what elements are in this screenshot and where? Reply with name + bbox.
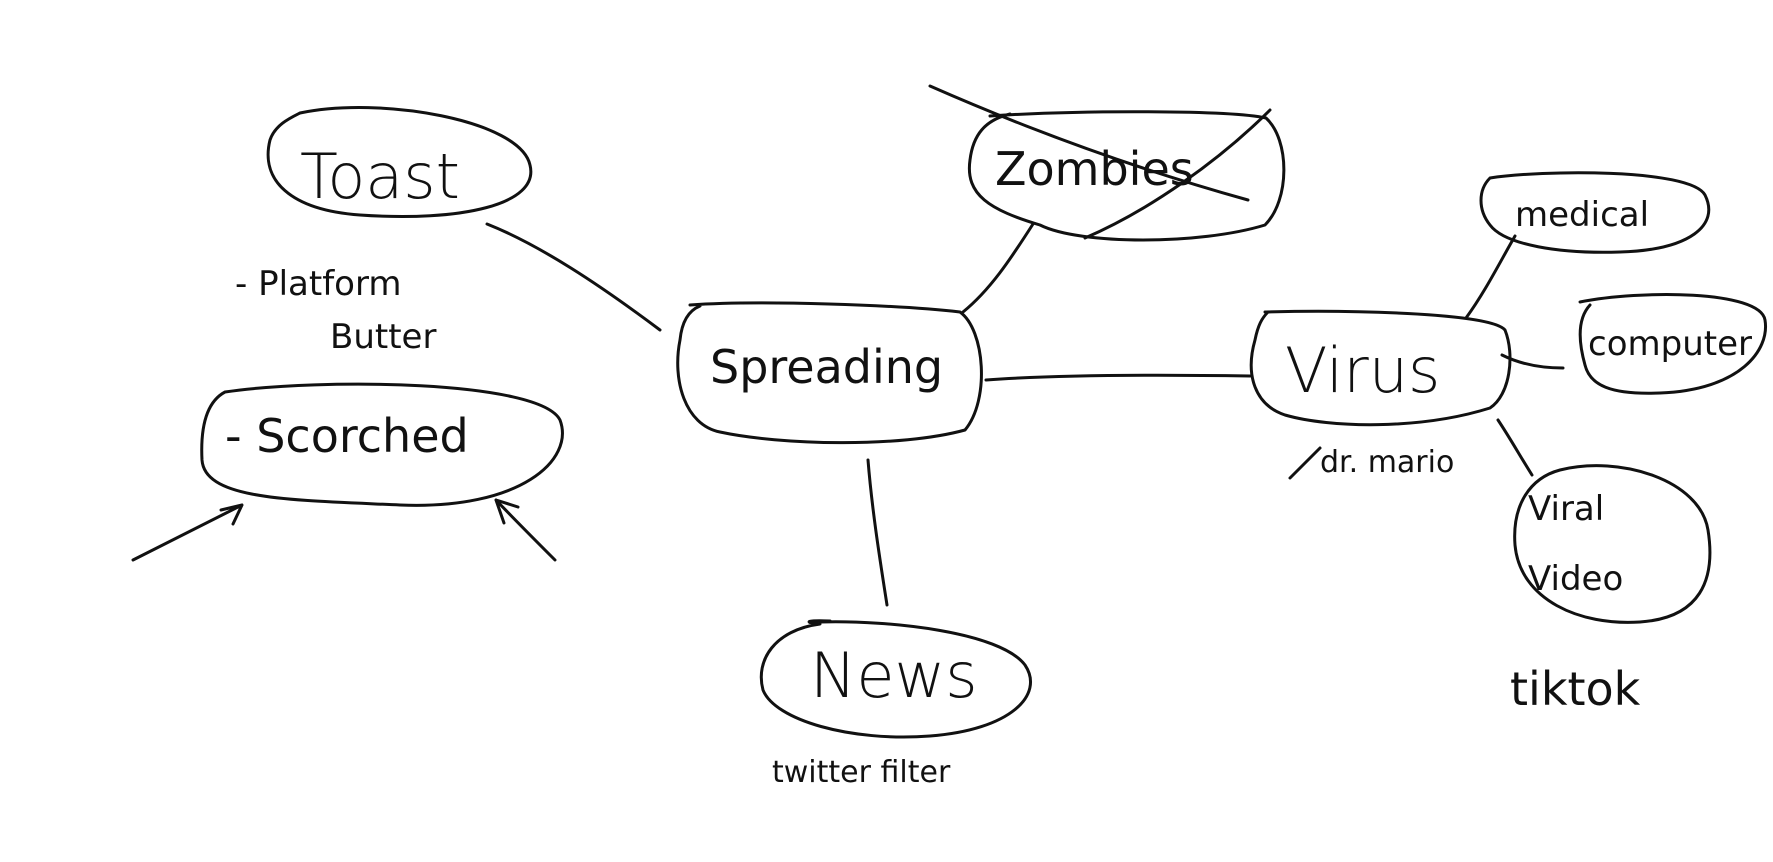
computer-node-outline <box>1578 293 1768 395</box>
scorched-node-outline <box>200 382 564 507</box>
news-label: News <box>810 639 978 712</box>
medical-node-outline <box>1479 171 1711 254</box>
zombies-crossout-stroke-1 <box>928 84 1250 202</box>
toast-node-outline <box>266 106 533 219</box>
spreading-label: Spreading <box>710 340 943 394</box>
connector-virus-viral-video <box>1496 418 1534 477</box>
connector-virus-computer <box>1500 353 1565 370</box>
zombies-crossout-stroke-2 <box>1083 108 1272 240</box>
viral-video-node-outline <box>1513 464 1712 624</box>
scorched-label: - Scorched <box>225 409 469 463</box>
virus-note-check-mark <box>1288 446 1322 480</box>
connector-spreading-virus <box>984 373 1252 382</box>
arrow-left-to-scorched <box>131 503 244 562</box>
news-node-outline <box>759 619 1032 739</box>
computer-label: computer <box>1588 324 1752 364</box>
viral-video-note: tiktok <box>1510 662 1641 716</box>
connector-spreading-news <box>866 458 889 607</box>
spreading-node-outline <box>676 301 983 445</box>
news-note: twitter filter <box>772 755 951 790</box>
connector-spreading-zombies <box>961 222 1035 314</box>
zombies-label: Zombies <box>995 142 1194 196</box>
toast-note-line1: - Platform <box>235 264 401 304</box>
arrow-right-to-scorched <box>494 498 557 562</box>
virus-node-outline <box>1249 309 1512 427</box>
virus-label: Virus <box>1285 334 1440 407</box>
virus-note: dr. mario <box>1320 445 1454 480</box>
toast-note-line2: Butter <box>330 317 436 357</box>
connector-virus-medical <box>1464 234 1517 320</box>
connector-toast-spreading <box>485 222 662 332</box>
viral-video-label-line2: Video <box>1528 559 1623 599</box>
medical-label: medical <box>1515 195 1649 235</box>
zombies-node-outline <box>967 110 1286 242</box>
toast-label: Toast <box>300 140 460 213</box>
viral-video-label-line1: Viral <box>1528 489 1604 529</box>
